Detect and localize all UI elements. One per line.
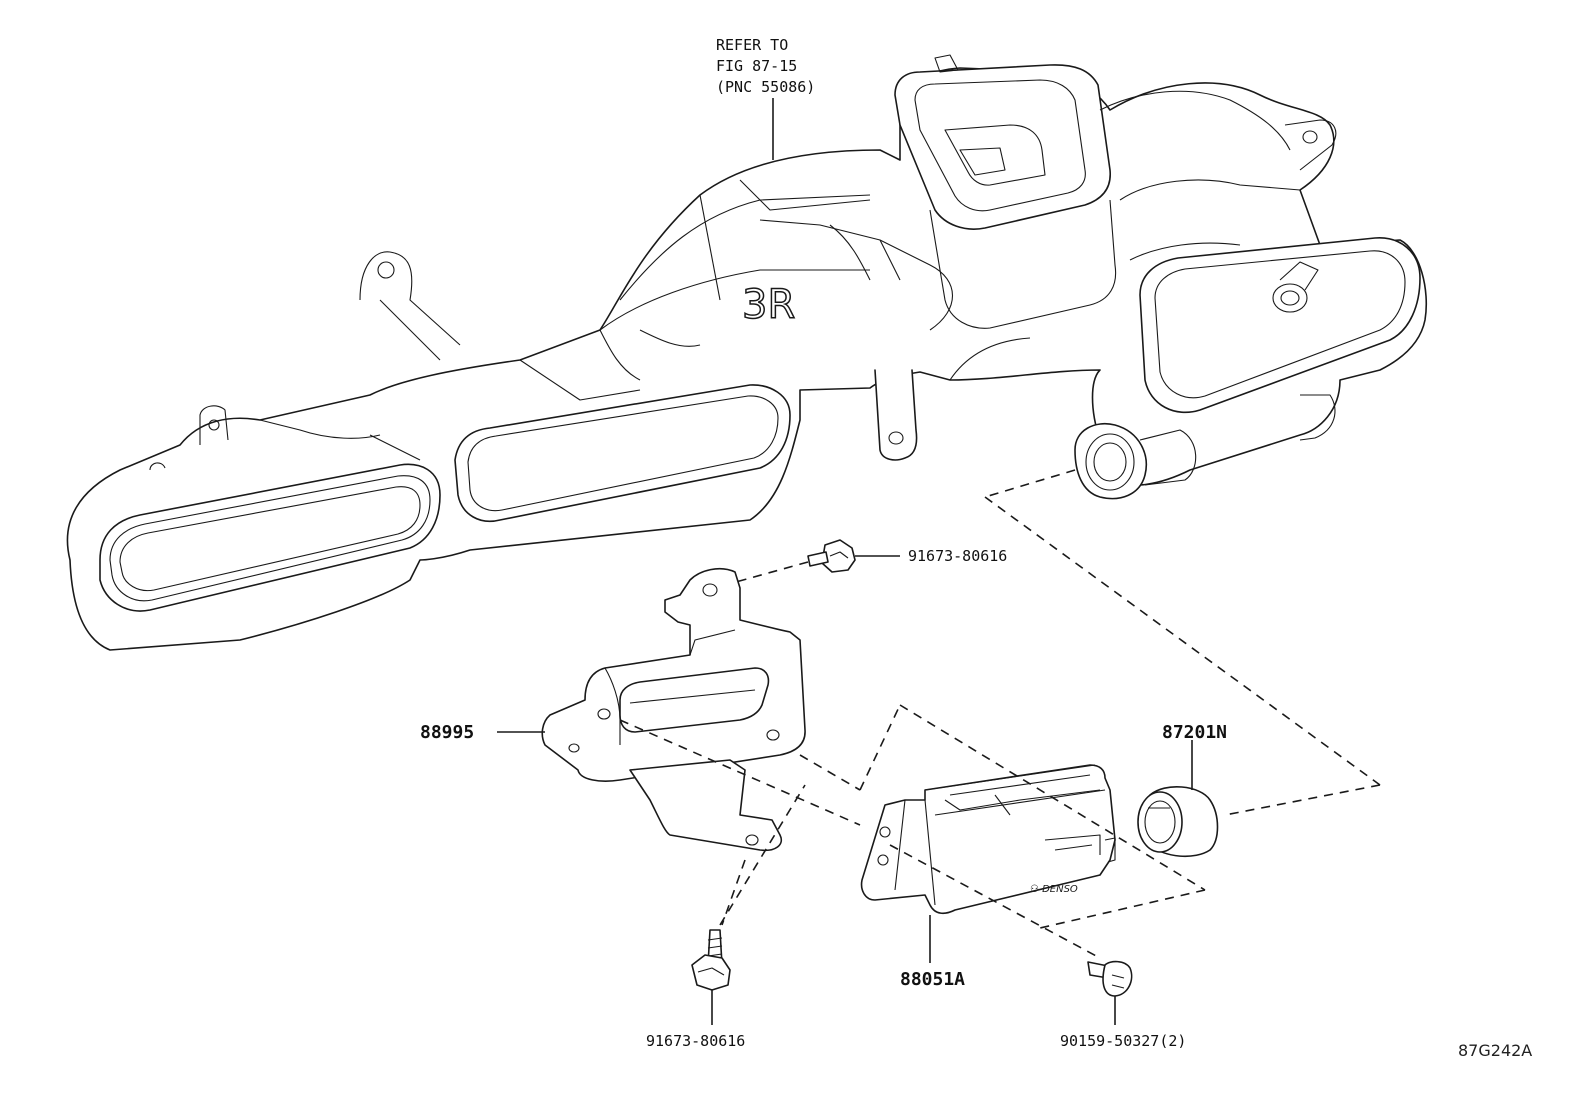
assembly-dash-lines: [619, 469, 1381, 959]
refer-note-line2: FIG 87-15: [716, 57, 797, 75]
label-bracket: 88995: [420, 722, 474, 743]
bolt-bottom-left: 91673-80616: [646, 929, 745, 1050]
bolt-top: 91673-80616: [724, 539, 1007, 586]
label-bolt-top: 91673-80616: [908, 547, 1007, 565]
module-brand-mark: ⚇ DENSO: [1030, 884, 1078, 895]
bracket: 88995: [420, 568, 806, 852]
refer-note: REFER TO FIG 87-15 (PNC 55086): [716, 36, 815, 160]
label-clip: 87201N: [1162, 722, 1227, 743]
figure-id: 87G242A: [1458, 1041, 1532, 1060]
module: ⚇ DENSO 88051A: [860, 764, 1116, 990]
clip: 87201N: [1137, 722, 1227, 858]
duct-marking-3r: 3R: [742, 282, 795, 328]
screw-bottom-right: 90159-50327(2): [1060, 960, 1186, 1050]
refer-note-line3: (PNC 55086): [716, 78, 815, 96]
label-bolt-bottom-left: 91673-80616: [646, 1032, 745, 1050]
label-module: 88051A: [900, 969, 965, 990]
air-duct-assembly: 3R: [66, 54, 1428, 651]
label-screw-bottom-right: 90159-50327(2): [1060, 1032, 1186, 1050]
refer-note-line1: REFER TO: [716, 36, 788, 54]
